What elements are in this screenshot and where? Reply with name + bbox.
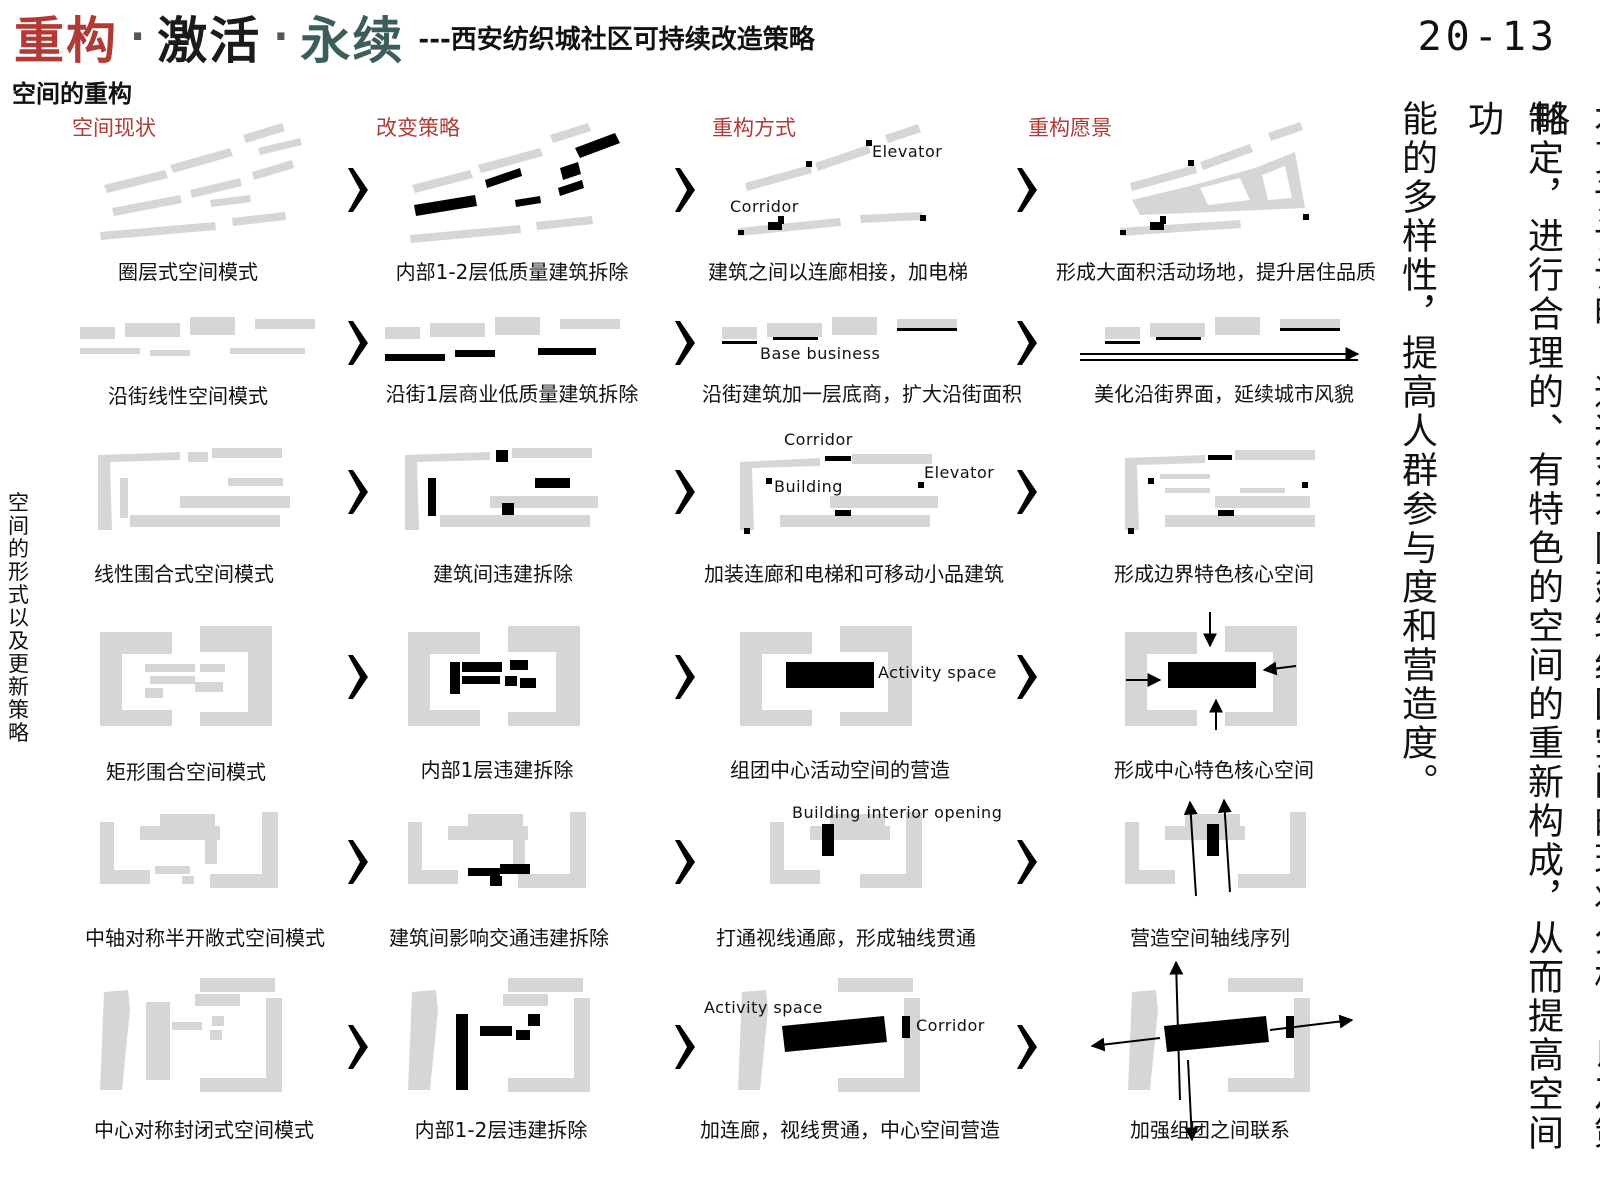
caption: 打通视线通廊，形成轴线贯通 [716,926,976,950]
flow-arrow-row2 [348,321,1037,365]
diagram-row6-vision [1090,960,1354,1142]
diagram-row2-current [80,317,315,356]
diagram-row5-vision [1125,798,1306,897]
description-line-1: 本页设计说明：通过对不同建筑组团空间的现状分析，以及策略 [1528,100,1600,1153]
caption: 中心对称封闭式空间模式 [94,1118,314,1142]
diagram-row1-current [100,123,302,240]
caption: 加强组团之间联系 [1130,1118,1290,1142]
flow-arrows [348,168,1037,1069]
diagram-row3-strategy [405,448,598,530]
caption: 营造空间轴线序列 [1130,926,1290,950]
caption: 内部1-2层低质量建筑拆除 [395,260,629,284]
title-part-3: 永续 [300,12,405,70]
caption: 美化沿街界面，延续城市风貌 [1094,382,1354,406]
column-header-method: 重构方式 [712,116,796,140]
caption: 线性围合式空间模式 [94,562,274,586]
diagram-row2-vision [1080,317,1360,361]
diagram-row2-method [722,317,957,344]
caption: 建筑间影响交通违建拆除 [389,926,609,950]
label-elevator: Elevator [872,142,943,161]
caption: 形成边界特色核心空间 [1114,562,1314,586]
description-line-3: 能的多样性，提高人群参与度和营造度。 [1396,100,1437,802]
flow-arrow-row1 [348,168,1037,212]
label-building: Building [774,477,843,496]
diagram-row4-method [740,626,912,726]
caption: 沿街1层商业低质量建筑拆除 [385,382,639,406]
caption: 形成大面积活动场地，提升居住品质 [1056,260,1376,284]
description-line-2: 制定，进行合理的、有特色的空间的重新构成，从而提高空间功 [1462,100,1563,1153]
caption: 建筑间违建拆除 [433,562,573,586]
label-building-interior-opening: Building interior opening [792,803,1003,822]
flow-arrow-row6 [348,1025,1037,1069]
caption: 内部1层违建拆除 [420,758,574,782]
label-activity-space: Activity space [704,998,823,1017]
caption: 形成中心特色核心空间 [1114,758,1314,782]
title-separator: · [130,14,146,60]
diagram-row2-strategy [385,317,620,361]
label-base-business: Base business [760,344,881,363]
caption: 中轴对称半开敞式空间模式 [85,926,325,950]
label-corridor: Corridor [784,430,853,449]
diagram-row6-strategy [408,978,590,1092]
page-subtitle: ---西安纺织城社区可持续改造策略 [418,24,815,55]
diagram-row5-method [770,812,922,888]
flow-arrow-row5 [348,840,1037,884]
diagram-row6-current [100,978,282,1092]
caption: 圈层式空间模式 [118,260,258,284]
caption: 沿街线性空间模式 [108,384,268,408]
section-title: 空间的重构 [12,80,132,108]
diagram-row5-current [100,812,278,888]
caption: 建筑之间以连廊相接，加电梯 [708,260,968,284]
column-header-strategy: 改变策略 [376,116,460,140]
flow-arrow-row4 [348,655,1037,699]
title-part-2: 激活 [157,12,262,70]
diagram-row6-method [738,978,920,1092]
label-elevator: Elevator [924,463,995,482]
caption: 内部1-2层违建拆除 [414,1118,588,1142]
diagram-row1-method [738,124,926,236]
diagram-row4-strategy [408,626,580,726]
column-header-vision: 重构愿景 [1028,116,1112,140]
caption: 加装连廊和电梯和可移动小品建筑 [704,562,1004,586]
caption: 加连廊，视线贯通，中心空间营造 [700,1118,1000,1142]
label-corridor: Corridor [730,197,799,216]
diagram-row4-vision [1125,612,1297,730]
diagram-row1-strategy [410,123,620,243]
diagram-row3-current [98,448,290,530]
side-label: 空间的形式以及更新策略 [8,491,29,745]
page-number: 20-13 [1417,14,1558,60]
title-separator: · [273,14,289,60]
caption: 沿街建筑加一层底商，扩大沿街面积 [702,382,1022,406]
title-part-1: 重构 [14,12,118,70]
diagram-row3-vision [1125,450,1315,534]
column-header-current: 空间现状 [72,116,156,140]
diagram-row1-vision [1120,122,1309,236]
diagram-row5-strategy [408,812,586,888]
flow-arrow-row3 [348,470,1037,514]
label-activity-space: Activity space [878,663,997,682]
diagram-row3-method [740,454,938,534]
page-title: 重构 · 激活 · 永续 ---西安纺织城社区可持续改造策略 [14,4,815,70]
caption: 组团中心活动空间的营造 [730,758,950,782]
caption: 矩形围合空间模式 [106,760,266,784]
label-corridor: Corridor [916,1016,985,1035]
diagram-row4-current [100,626,272,726]
